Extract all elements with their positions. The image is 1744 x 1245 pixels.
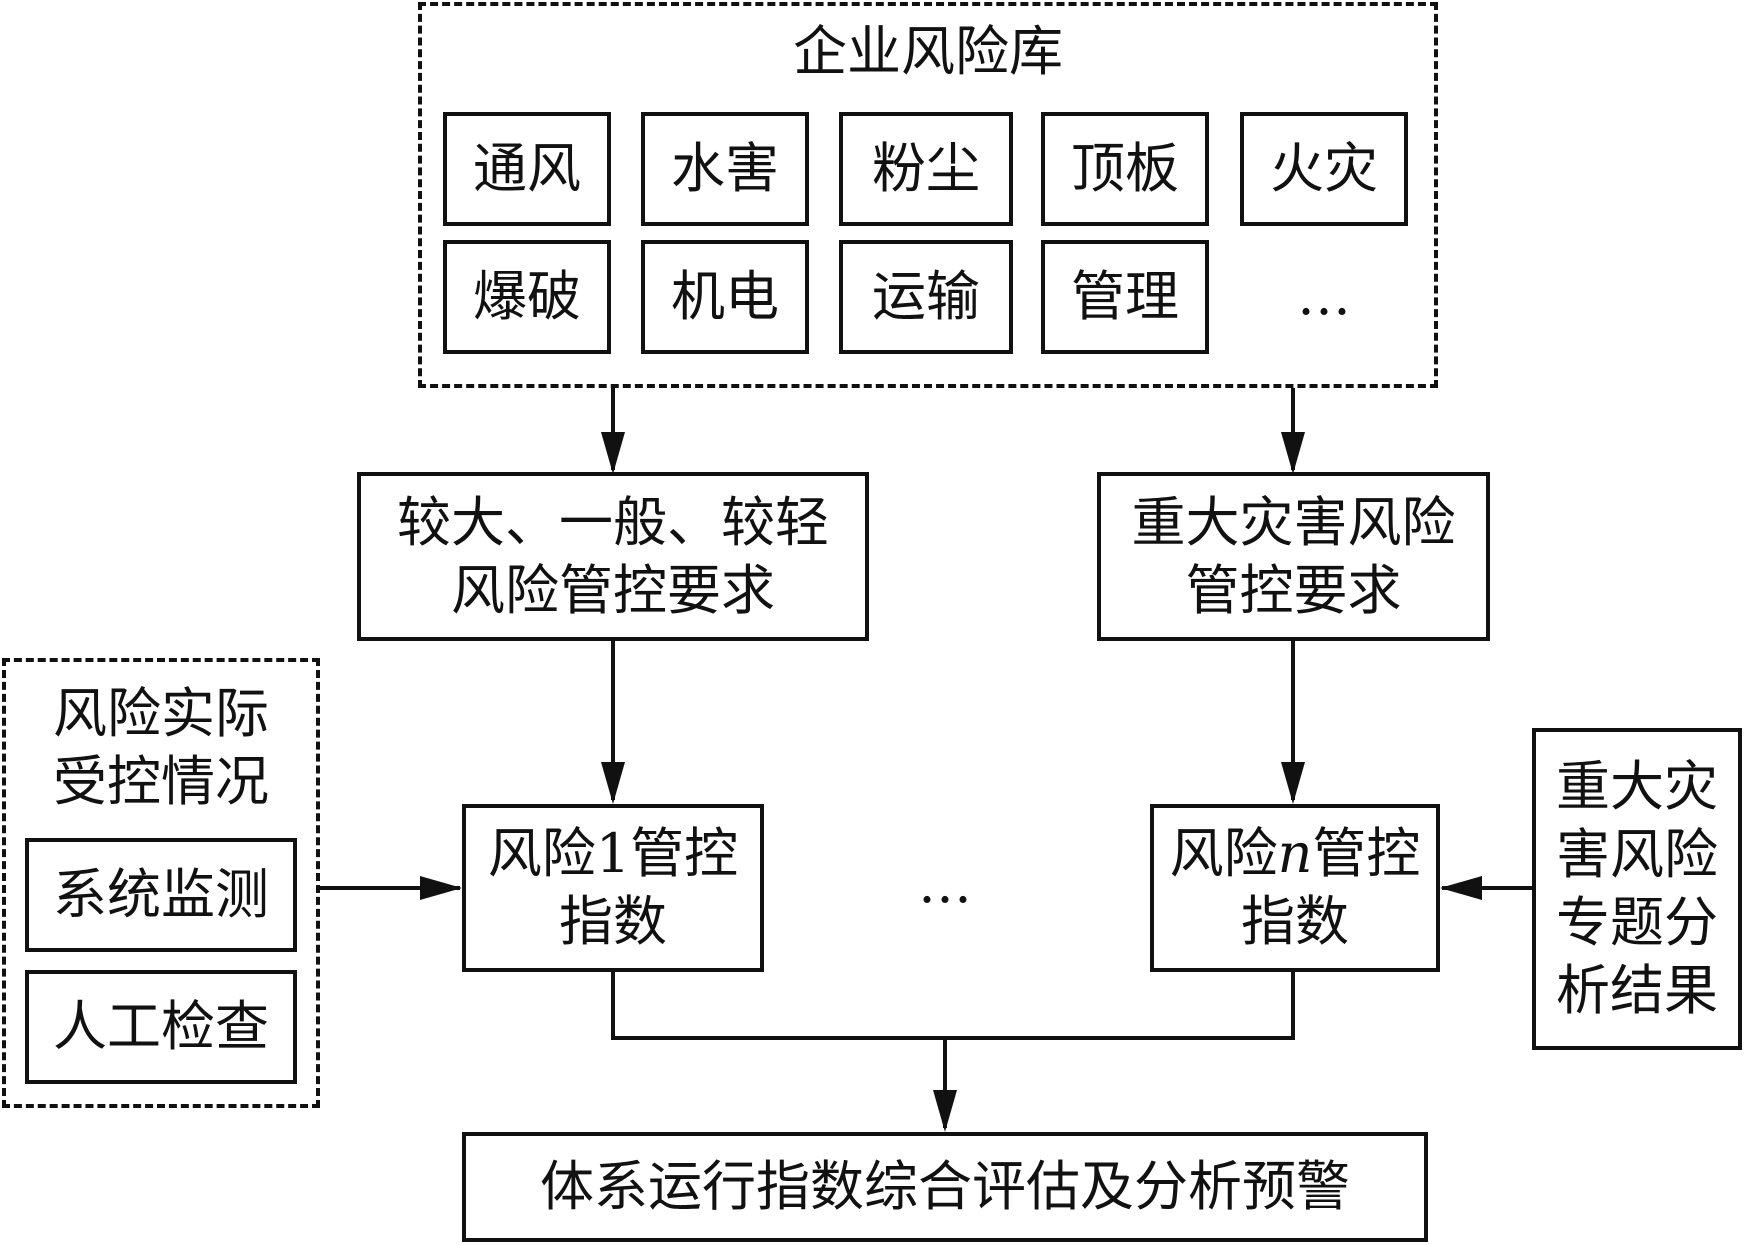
arrowhead: [601, 762, 625, 804]
risk-index-variable-n: n: [1277, 822, 1313, 885]
risk-index-number: 1: [595, 822, 631, 885]
manual-inspection-box: 人工检查: [25, 970, 297, 1084]
risk-item-fire: 火灾: [1240, 112, 1408, 226]
system-monitoring-box: 系统监测: [25, 838, 297, 952]
general-requirements-line2: 风险管控要求: [451, 558, 775, 622]
risk-1-index-line2: 指数: [559, 890, 667, 953]
major-analysis-line3: 专题分: [1556, 891, 1718, 954]
risk-n-index-box: 风险n管控 指数: [1150, 804, 1440, 972]
merge-line: [611, 972, 1295, 1040]
risk-item-transport: 运输: [839, 240, 1013, 354]
risk-1-index-box: 风险1管控 指数: [462, 804, 764, 972]
risk-n-index-line1: 风险n管控: [1169, 822, 1421, 885]
risk-library-title: 企业风险库: [793, 20, 1063, 83]
risk-1-index-line1: 风险1管控: [487, 822, 739, 885]
major-analysis-line2: 害风险: [1556, 823, 1718, 886]
actual-control-group: [2, 658, 320, 1108]
risk-item-electromechanical: 机电: [641, 240, 809, 354]
risk-item-ventilation: 通风: [443, 112, 611, 226]
arrowhead: [1440, 876, 1482, 900]
risk-item-water-hazard: 水害: [641, 112, 809, 226]
arrowhead: [1281, 432, 1305, 474]
major-analysis-line1: 重大灾: [1556, 755, 1718, 818]
major-requirements-line1: 重大灾害风险: [1131, 490, 1456, 554]
actual-control-title: 风险实际 受控情况: [2, 680, 320, 816]
actual-control-line2: 受控情况: [53, 750, 269, 813]
major-risk-requirements-box: 重大灾害风险 管控要求: [1097, 472, 1490, 641]
major-requirements-line2: 管控要求: [1185, 558, 1402, 622]
risk-item-dust: 粉尘: [839, 112, 1013, 226]
major-analysis-line4: 析结果: [1556, 959, 1718, 1022]
risk-item-blasting: 爆破: [443, 240, 611, 354]
risk-library-group: [418, 2, 1438, 388]
risk-item-roof: 顶板: [1041, 112, 1209, 226]
general-requirements-line1: 较大、一般、较轻: [397, 490, 829, 554]
actual-control-line1: 风险实际: [53, 682, 269, 745]
major-risk-analysis-box: 重大灾 害风险 专题分 析结果: [1532, 728, 1742, 1050]
arrowhead: [1281, 762, 1305, 804]
risk-items-more-ellipsis: …: [1297, 264, 1351, 327]
risk-item-management: 管理: [1041, 240, 1209, 354]
risk-n-index-line2: 指数: [1241, 890, 1349, 953]
arrowhead: [420, 876, 462, 900]
arrowhead: [601, 432, 625, 474]
arrowhead: [933, 1090, 957, 1132]
indices-ellipsis: …: [918, 852, 972, 915]
evaluation-warning-box: 体系运行指数综合评估及分析预警: [462, 1132, 1428, 1242]
general-risk-requirements-box: 较大、一般、较轻 风险管控要求: [357, 472, 869, 641]
